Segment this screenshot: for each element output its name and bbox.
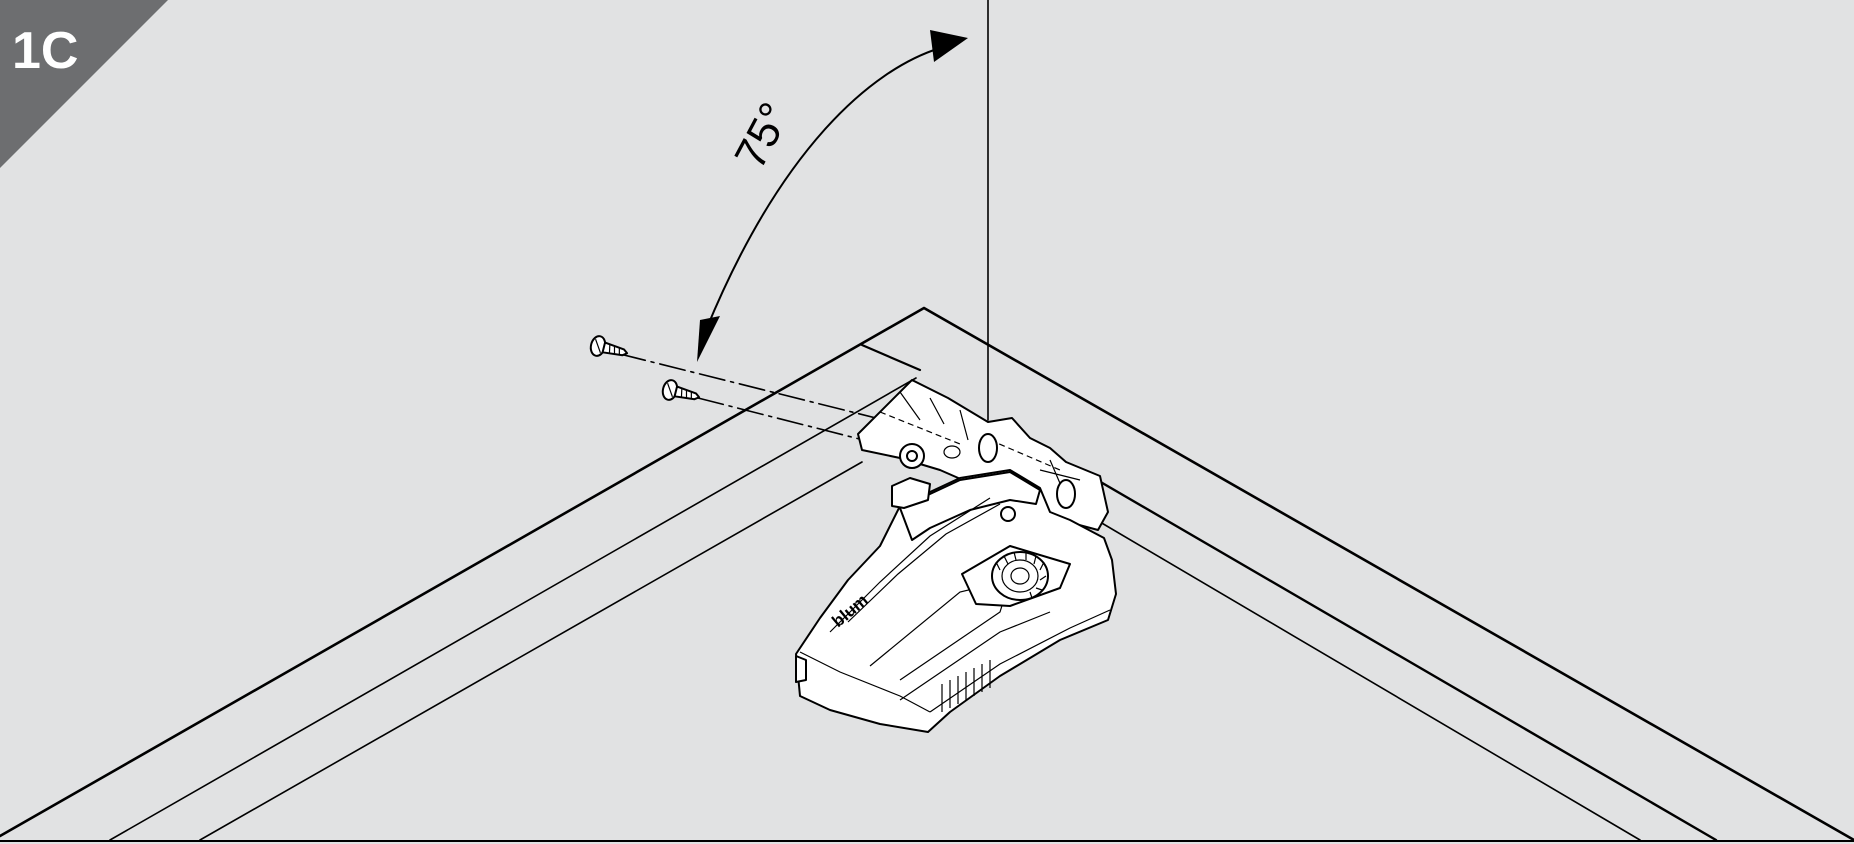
angle-arc: 75° (697, 30, 968, 362)
arrowhead-lower-icon (697, 316, 720, 362)
screw-axis-lines (619, 353, 1069, 493)
step-badge: 1C (0, 0, 168, 168)
arrowhead-upper-icon (930, 30, 968, 62)
screw-icon (589, 335, 629, 357)
step-label: 1C (12, 22, 78, 80)
angle-label: 75° (726, 95, 801, 177)
hinge-adapter-body: blum (795, 469, 1117, 733)
cabinet-panel-edges (0, 306, 1854, 842)
hinge-mounting-plate (857, 379, 1109, 531)
screw-icon (661, 379, 701, 401)
